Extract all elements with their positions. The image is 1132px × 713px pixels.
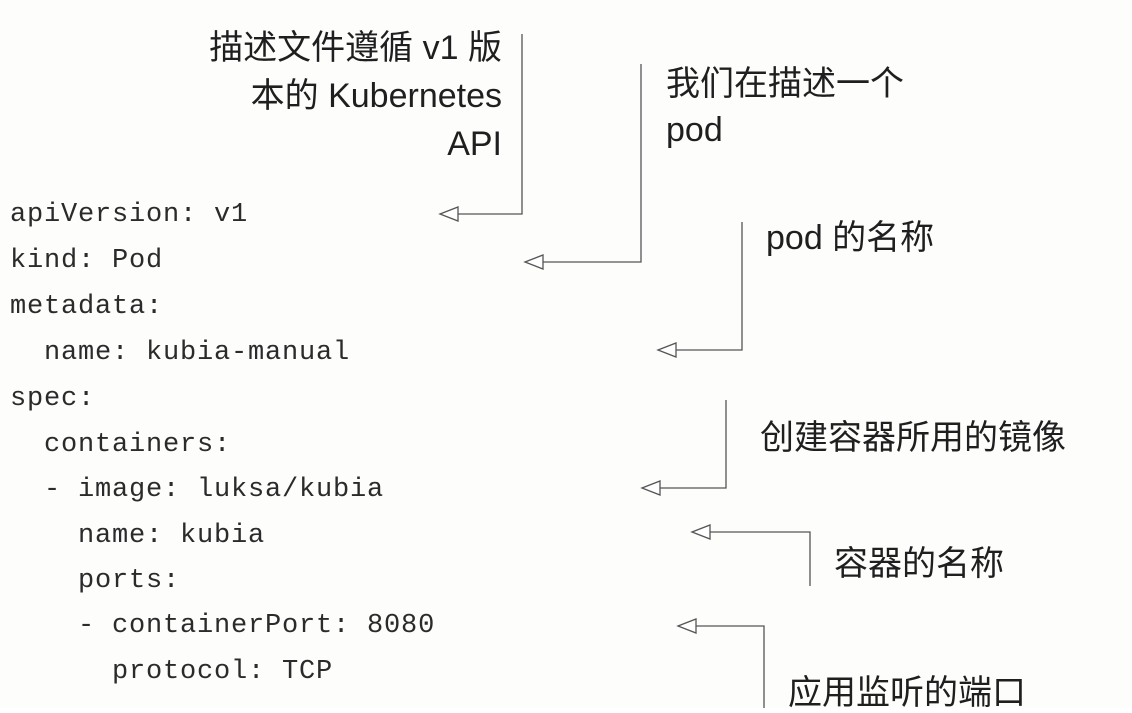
- leader-line-port: [696, 625, 765, 708]
- code-line-container-name: name: kubia: [10, 521, 266, 551]
- leader-line-pod-name: [676, 222, 743, 351]
- code-line-image: - image: luksa/kubia: [10, 475, 385, 505]
- code-line-kind: kind: Pod: [10, 246, 164, 276]
- annotation-kind-line-2: pod: [666, 111, 723, 149]
- code-line-protocol: protocol: TCP: [10, 657, 334, 687]
- code-line-spec: spec:: [10, 384, 96, 414]
- arrow-image-icon: [640, 480, 661, 496]
- annotation-container-name: 容器的名称: [834, 545, 1004, 583]
- code-line-containers: containers:: [10, 430, 232, 460]
- annotation-pod-name: pod 的名称: [766, 219, 935, 257]
- annotation-api-version-line-1: 描述文件遵循 v1 版: [209, 29, 502, 67]
- leader-line-image: [660, 400, 727, 489]
- annotation-kind-line-1: 我们在描述一个: [666, 65, 904, 103]
- code-line-ports: ports:: [10, 566, 181, 596]
- arrow-pod-name-icon: [656, 342, 677, 358]
- code-line-containerport: - containerPort: 8080: [10, 611, 436, 641]
- annotation-image: 创建容器所用的镜像: [760, 419, 1066, 457]
- arrow-kind-icon: [523, 254, 544, 270]
- code-line-metadata: metadata:: [10, 292, 164, 322]
- arrow-port-icon: [676, 618, 697, 634]
- leader-line-container-name: [710, 531, 811, 586]
- arrow-api-version-icon: [438, 206, 459, 222]
- code-line-name: name: kubia-manual: [10, 338, 351, 368]
- annotation-api-version-line-3: API: [447, 125, 502, 163]
- leader-line-kind: [543, 64, 642, 263]
- code-line-apiversion: apiVersion: v1: [10, 200, 249, 230]
- annotation-api-version-line-2: 本的 Kubernetes: [250, 77, 502, 115]
- arrow-container-name-icon: [690, 524, 711, 540]
- annotation-port: 应用监听的端口: [788, 674, 1026, 712]
